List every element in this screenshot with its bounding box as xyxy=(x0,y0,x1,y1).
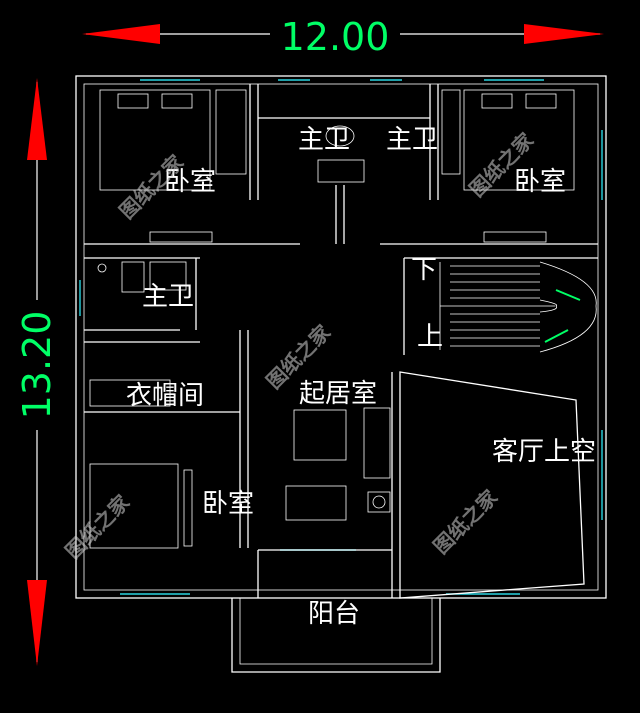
height-arrow-top xyxy=(27,78,47,160)
height-arrow-bottom xyxy=(27,580,47,666)
room-label-double-height-void: 客厅上空 xyxy=(492,437,596,467)
room-label-master-bath-top-b: 主卫 xyxy=(386,125,438,155)
staircase xyxy=(439,261,597,353)
room-label-master-bath-top: 主卫 xyxy=(298,125,350,155)
stair-label-up: 上 xyxy=(417,322,443,352)
room-label-bedroom-top-right: 卧室 xyxy=(514,167,566,197)
room-label-bedroom-bottom-left: 卧室 xyxy=(202,489,254,519)
watermarks: 图纸之家 图纸之家 图纸之家 图纸之家 图纸之家 xyxy=(61,127,539,563)
width-dimension-label: 12.00 xyxy=(281,15,390,59)
width-dimension: 12.00 xyxy=(82,14,604,59)
room-label-master-bath-left: 主卫 xyxy=(142,282,194,312)
stair-label-down: 下 xyxy=(411,255,437,285)
watermark: 图纸之家 xyxy=(61,489,135,563)
room-labels: 卧室 主卫 主卫 卧室 主卫 下 上 衣帽间 起居室 卧室 客厅上空 阳台 xyxy=(126,125,596,629)
height-dimension-label: 13.20 xyxy=(15,311,59,420)
height-dimension: 13.20 xyxy=(15,78,59,666)
furniture xyxy=(89,89,575,549)
room-label-living-room: 起居室 xyxy=(299,379,377,409)
outer-walls xyxy=(75,75,607,673)
width-arrow-right xyxy=(524,24,604,44)
room-label-cloakroom: 衣帽间 xyxy=(126,381,204,411)
width-arrow-left xyxy=(82,24,160,44)
interior-walls xyxy=(84,84,598,599)
room-label-bedroom-top-left: 卧室 xyxy=(164,167,216,197)
room-label-balcony: 阳台 xyxy=(308,599,360,629)
watermark: 图纸之家 xyxy=(429,484,503,558)
